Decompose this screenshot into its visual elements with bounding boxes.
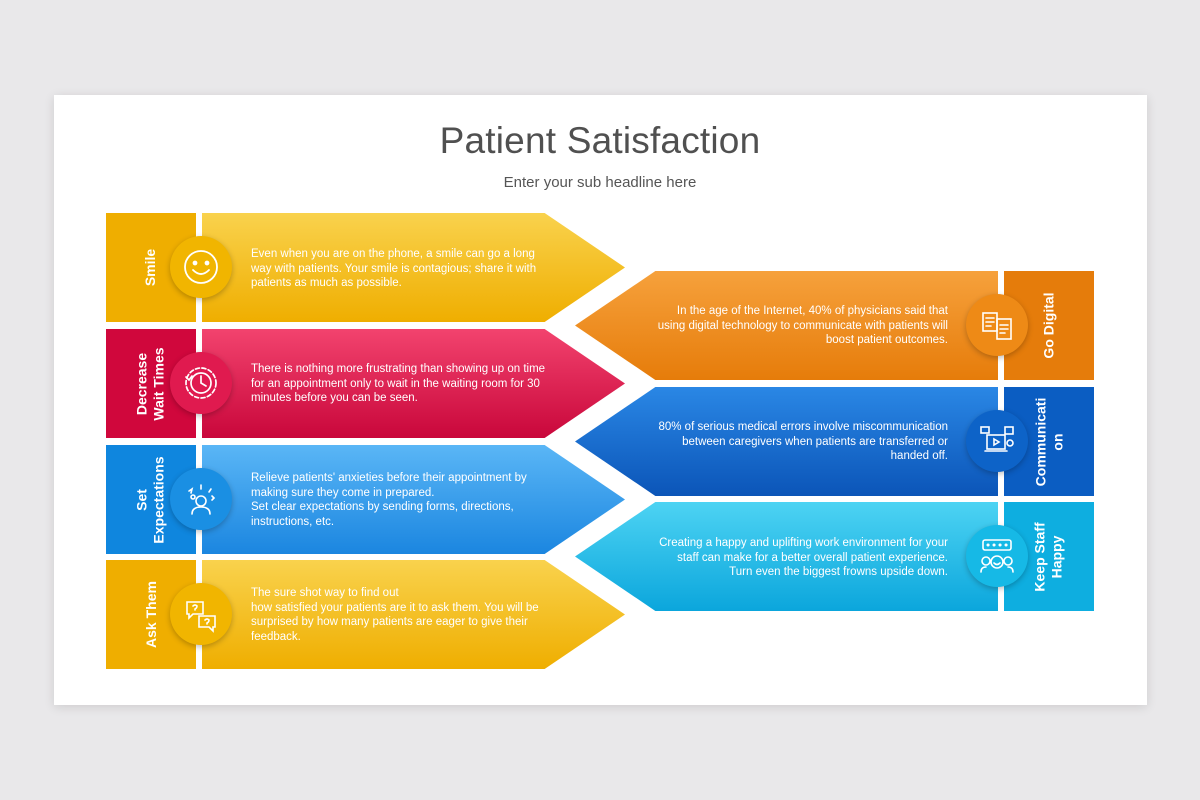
digital-documents-icon bbox=[966, 294, 1028, 356]
staff-rating-icon bbox=[966, 525, 1028, 587]
item-description: In the age of the Internet, 40% of physi… bbox=[657, 305, 948, 346]
item-description: There is nothing more frustrating than s… bbox=[251, 363, 546, 404]
item-arrow bbox=[575, 271, 998, 380]
item-arrow bbox=[202, 213, 625, 322]
item-label: Decrease Wait Times bbox=[133, 346, 167, 421]
page-subtitle: Enter your sub headline here bbox=[503, 174, 697, 191]
item-description: Relieve patients' anxieties before their… bbox=[251, 472, 527, 528]
item-label: Set Expectations bbox=[133, 455, 167, 544]
item-arrow bbox=[202, 560, 625, 669]
person-ideas-icon bbox=[170, 468, 232, 530]
item-label: Go Digital bbox=[1040, 292, 1057, 359]
item-label: Communicati on bbox=[1032, 397, 1065, 486]
item-arrow bbox=[575, 502, 998, 611]
item-arrow bbox=[202, 445, 625, 554]
item-label: Ask Them bbox=[142, 581, 159, 648]
clock-gear-icon bbox=[170, 352, 232, 414]
item-arrow bbox=[575, 387, 998, 496]
item-arrow bbox=[202, 329, 625, 438]
question-bubbles-icon bbox=[170, 583, 232, 645]
item-description: The sure shot way to find out how satisf… bbox=[251, 587, 539, 643]
smile-icon bbox=[170, 236, 232, 298]
item-label: Smile bbox=[142, 248, 159, 287]
item-description: 80% of serious medical errors involve mi… bbox=[658, 421, 948, 462]
item-description: Creating a happy and uplifting work envi… bbox=[659, 537, 948, 578]
page-title: Patient Satisfaction bbox=[439, 120, 761, 161]
item-label: Keep Staff Happy bbox=[1031, 521, 1065, 592]
item-description: Even when you are on the phone, a smile … bbox=[251, 248, 537, 289]
media-communication-icon bbox=[966, 410, 1028, 472]
